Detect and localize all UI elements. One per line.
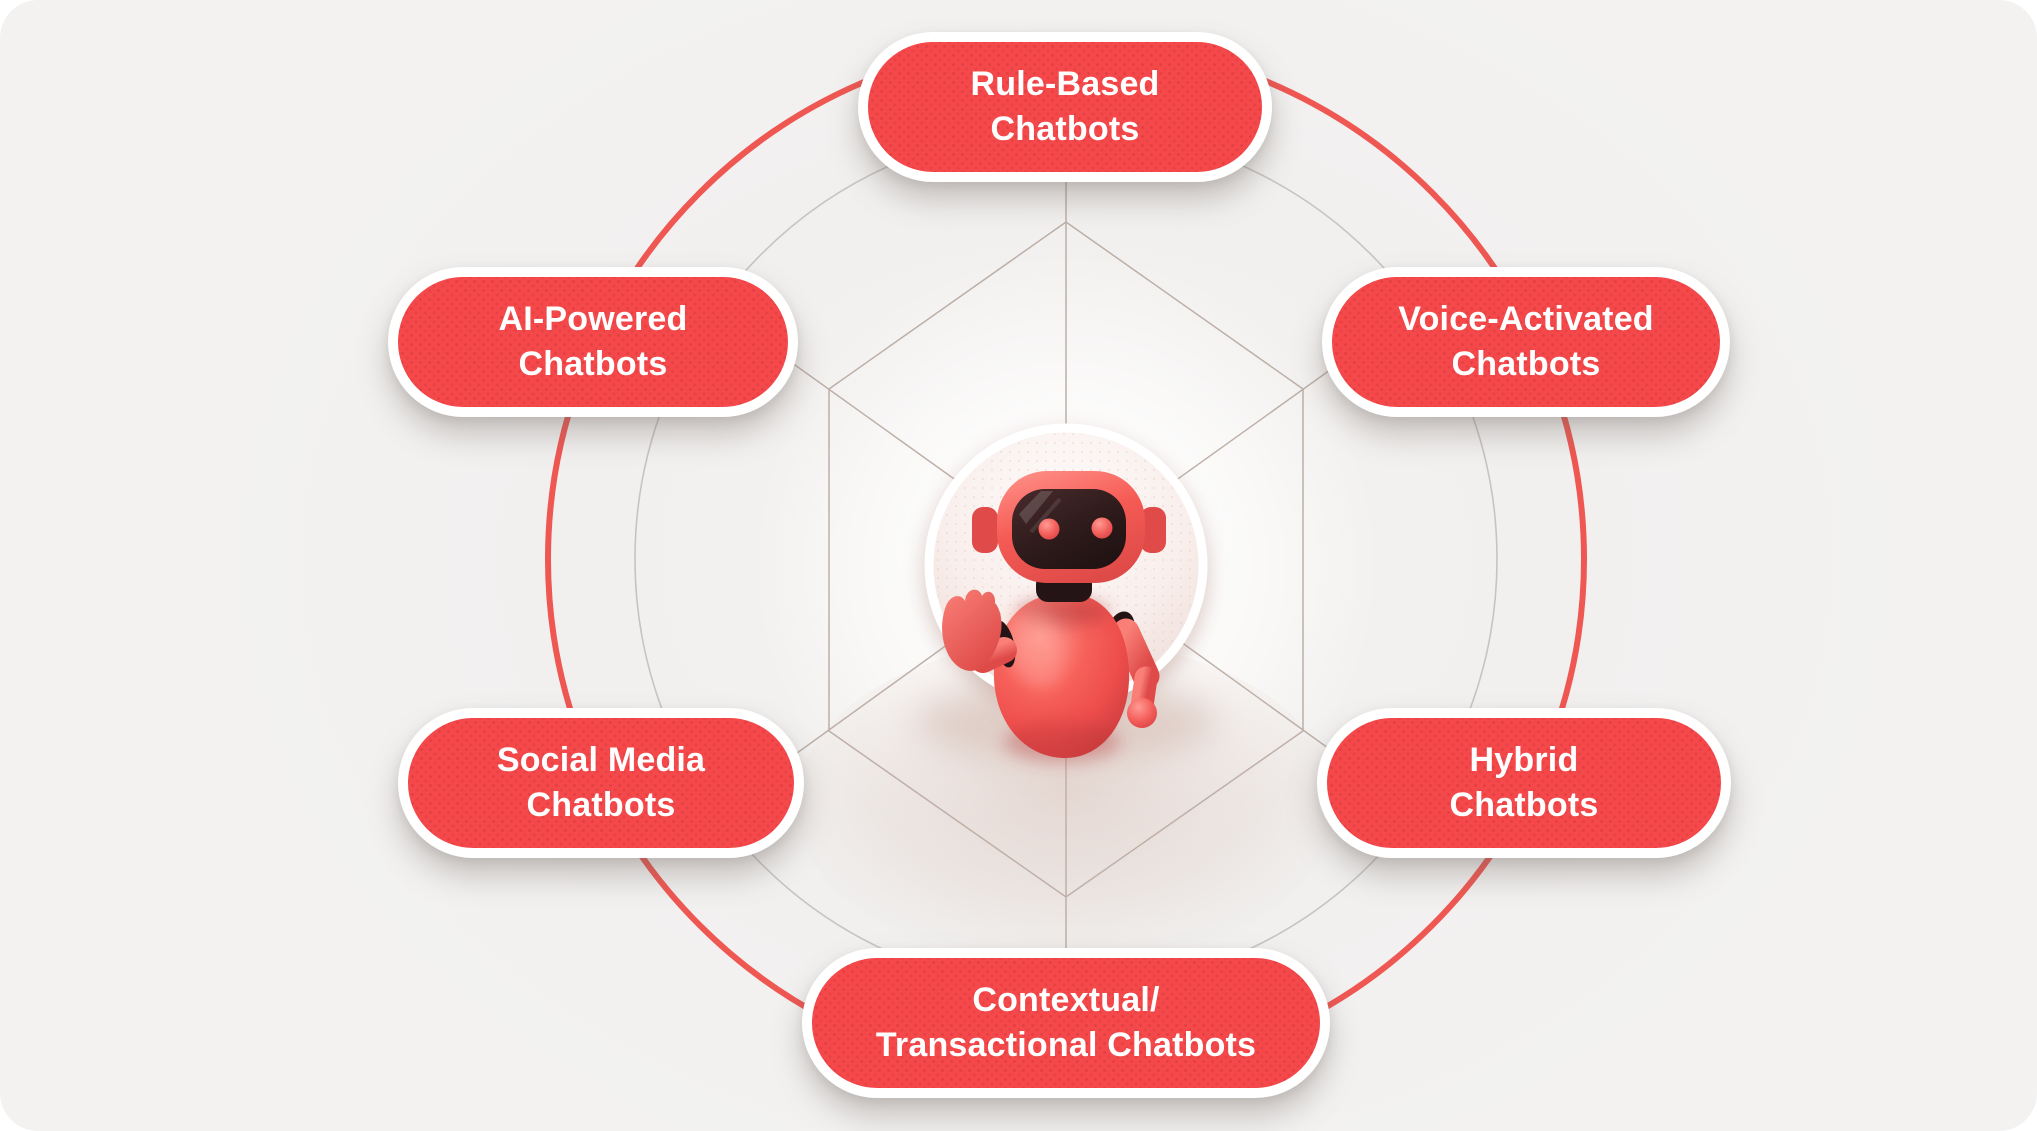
node-ai-powered-chatbots: AI-Powered Chatbots [388,267,798,417]
robot-face-glare-line [1029,497,1062,534]
node-label-line: Chatbots [526,786,676,824]
node-label-line: Chatbots [518,345,668,383]
node-social-media-chatbots: Social Media Chatbots [398,708,804,858]
robot-right-eye [1091,517,1113,539]
node-label-line: Contextual/ [972,981,1160,1019]
robot-face-glare [1019,491,1053,524]
robot-right-hand [1127,698,1157,728]
robot-body-bottom-shade [1004,722,1120,762]
robot-face-screen [1012,489,1126,569]
node-label-line: Voice-Activated [1398,300,1654,338]
node-label-line: Chatbots [1451,345,1601,383]
robot-left-hand [942,589,1002,671]
node-contextual-transactional-chatbots: Contextual/ Transactional Chatbots [802,948,1330,1098]
robot-body-highlight [1008,606,1064,690]
robot-left-eye [1038,518,1060,540]
node-label-line: AI-Powered [498,300,688,338]
node-rule-based-chatbots: Rule-Based Chatbots [858,32,1272,182]
node-label-line: Hybrid [1469,741,1579,779]
robot-right-ear [1140,507,1166,553]
node-hybrid-chatbots: Hybrid Chatbots [1317,708,1731,858]
node-label-line: Transactional Chatbots [875,1026,1257,1064]
node-label-line: Chatbots [990,110,1140,148]
robot-left-ear [972,507,998,553]
robot-illustration [942,471,1166,762]
node-label-line: Social Media [496,741,706,779]
node-voice-activated-chatbots: Voice-Activated Chatbots [1322,267,1730,417]
node-label-line: Rule-Based [970,65,1160,103]
node-label-line: Chatbots [1449,786,1599,824]
